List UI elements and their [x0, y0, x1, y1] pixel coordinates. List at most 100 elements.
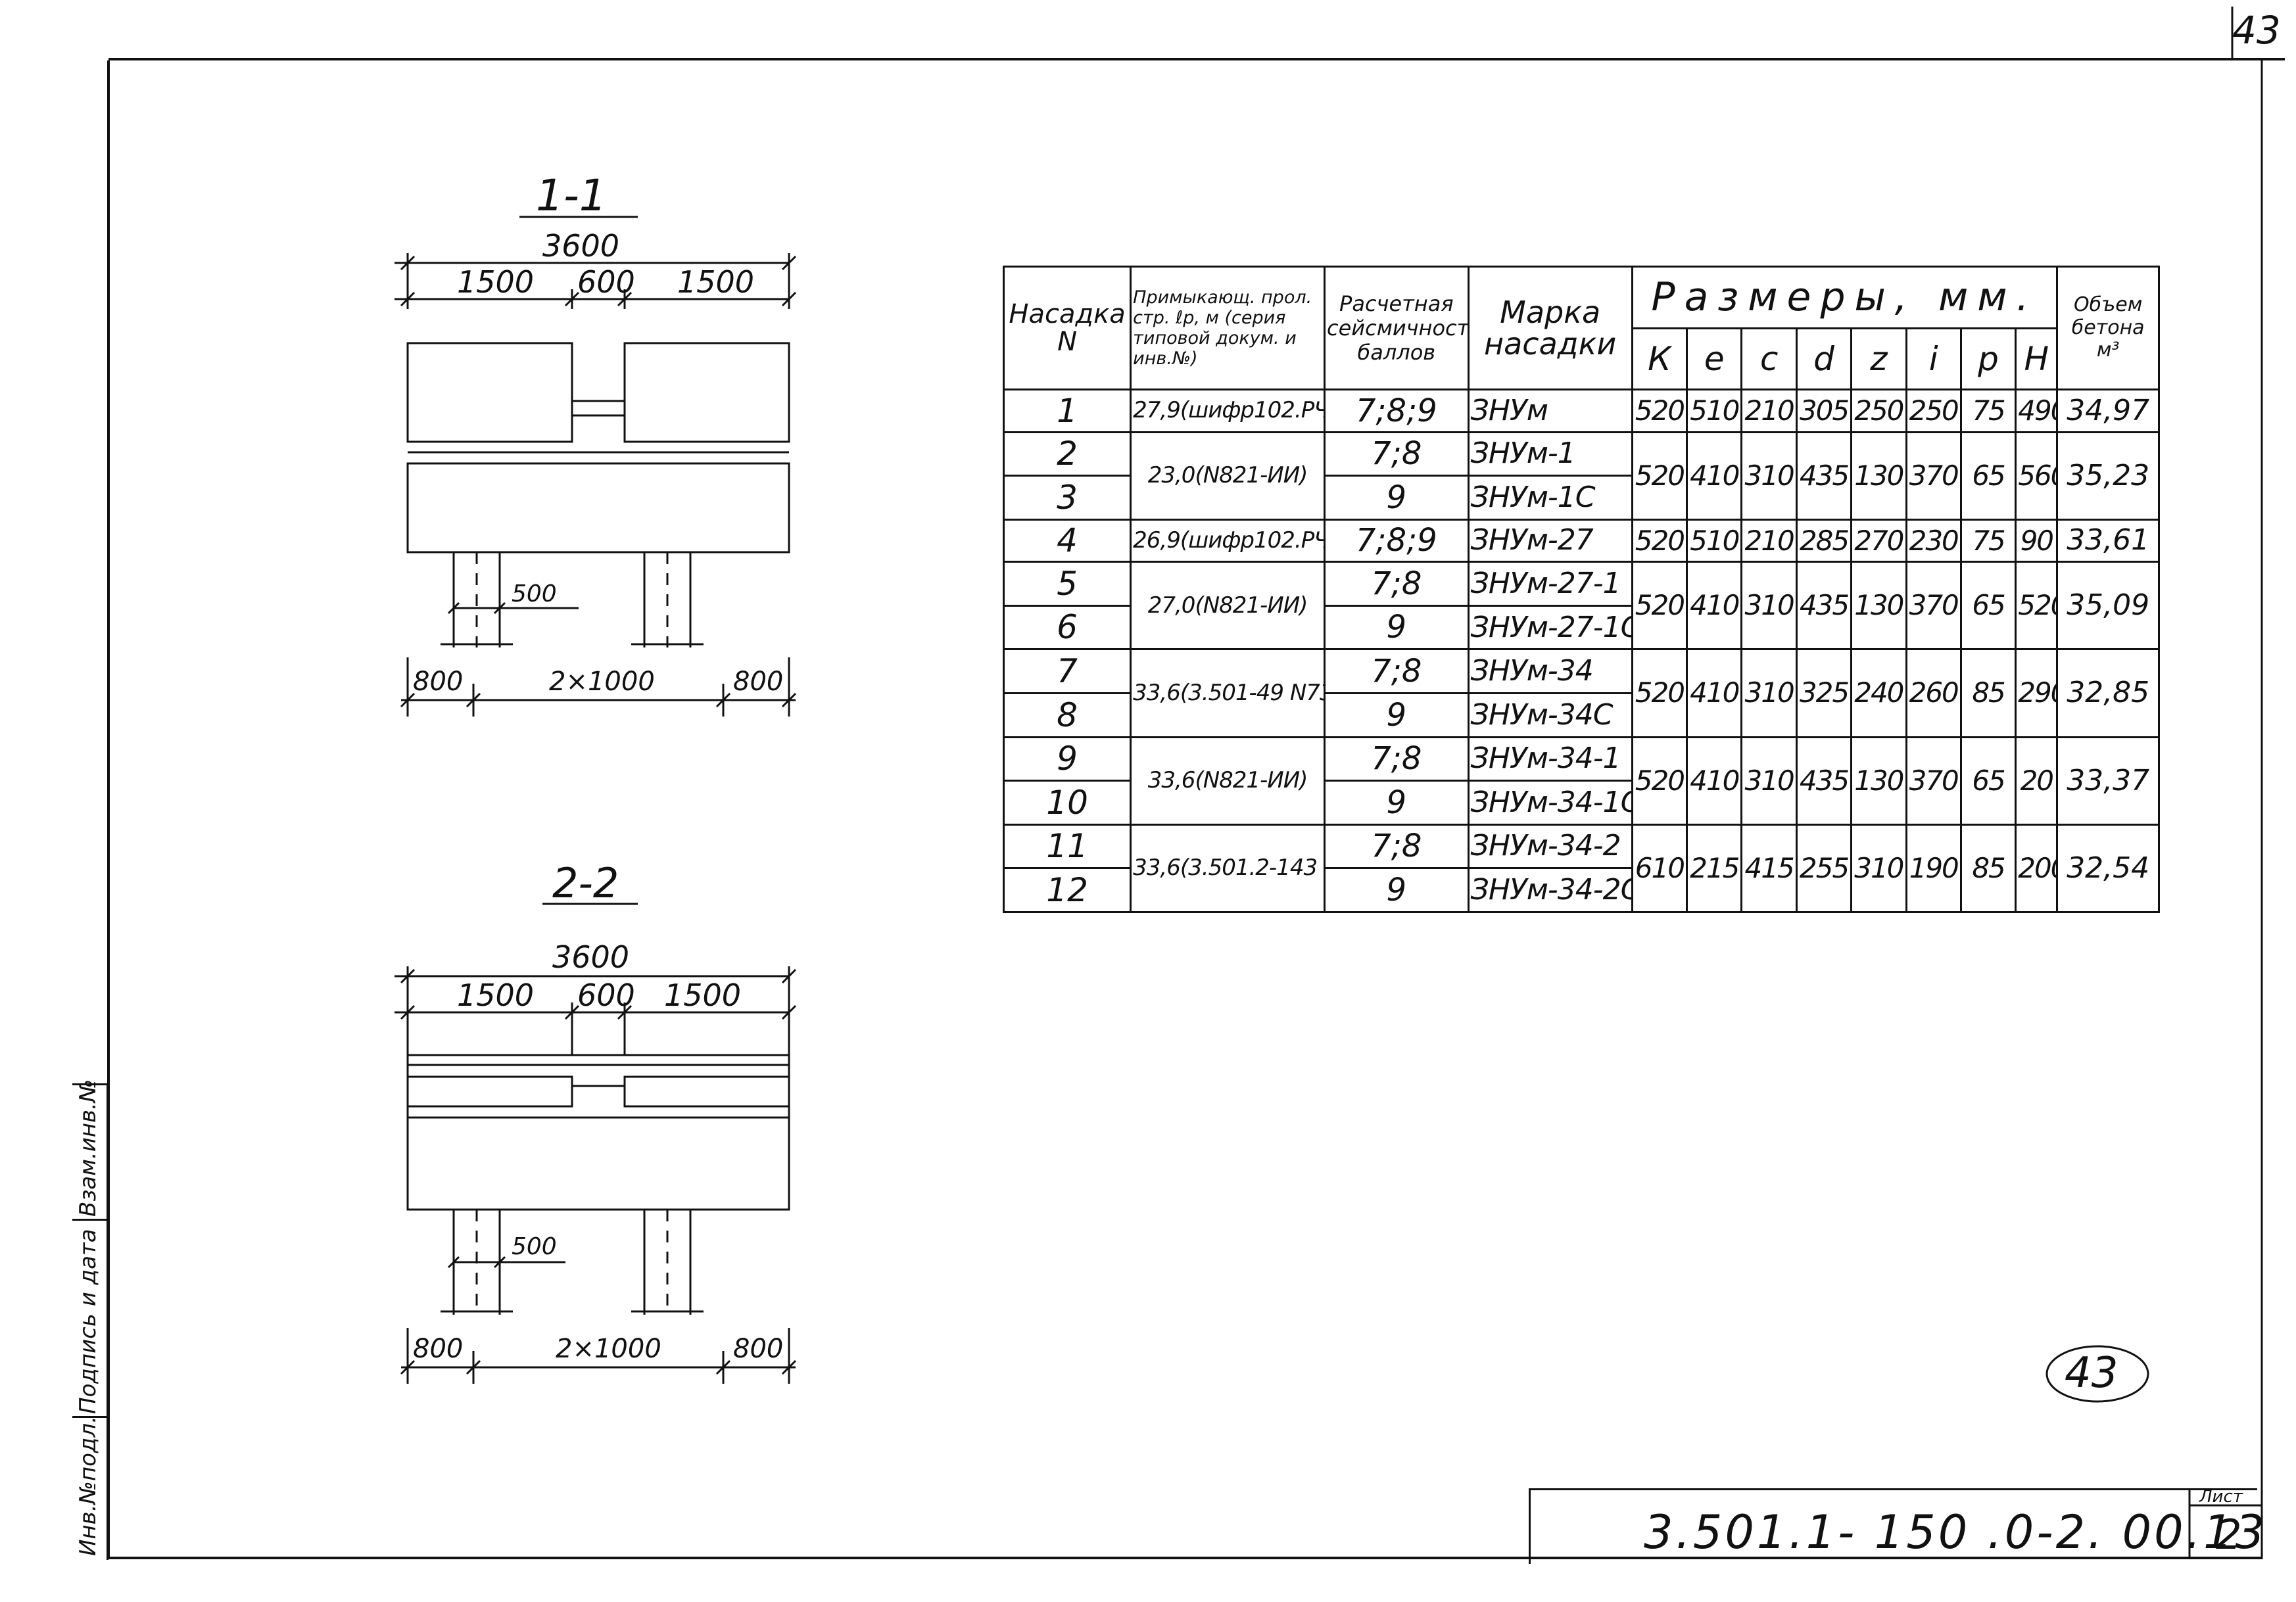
- side-stamp-text-2: Подпись и дата: [75, 1229, 101, 1414]
- table-row: 127,9(шифр102.РЧ 3.501-91)7;8;9ЗНУм52051…: [1002, 389, 2160, 433]
- cell-seismicity: 7;8;9: [1324, 389, 1470, 433]
- cell-dimension: 65: [1959, 431, 2017, 521]
- cell-mark: ЗНУм-27-1: [1467, 561, 1633, 607]
- cell-seismicity: 9: [1324, 867, 1470, 913]
- side-stamp-cell-3: Взам.инв.№: [72, 1079, 108, 1221]
- cell-dimension: 75: [1959, 389, 2017, 433]
- title-block: [1529, 1488, 2257, 1564]
- table-row: 733,6(3.501-49 N739)7;8ЗНУм-345204103103…: [1002, 648, 2160, 738]
- cell-dimension: 285: [1795, 518, 1853, 563]
- cell-dimension: 410: [1686, 648, 1743, 738]
- cell-dimension: 560: [2015, 431, 2059, 521]
- cell-dimension: 410: [1686, 561, 1743, 651]
- header-dim-letter: р: [1959, 327, 2017, 391]
- header-nasadka: Насадка N: [1002, 265, 1132, 391]
- cell-mark: ЗНУм-1: [1467, 431, 1633, 477]
- cell-dimension: 85: [1959, 823, 2017, 914]
- section-1-1-bottom-mid: 2×1000: [549, 667, 655, 697]
- cell-dimension: 85: [1959, 648, 2017, 738]
- cell-dimension: 240: [1850, 648, 1907, 738]
- cell-mark: ЗНУм: [1467, 389, 1633, 433]
- cell-volume: 32,54: [2056, 823, 2160, 914]
- sheet-number: 2: [2216, 1511, 2242, 1559]
- cell-volume: 34,97: [2056, 389, 2160, 433]
- section-1-1-total: 3600: [542, 228, 619, 264]
- cell-nasadka-number: 11: [1002, 823, 1132, 870]
- sheet-label: Лист: [2199, 1487, 2243, 1507]
- side-stamp-cell-2: Подпись и дата: [72, 1219, 108, 1418]
- header-adjacent: Примыкающ. прол. стр. ℓр, м (серия типов…: [1130, 265, 1326, 391]
- cell-dimension: 410: [1686, 736, 1743, 826]
- header-dim-letter: Н: [2015, 327, 2059, 391]
- cell-nasadka-number: 12: [1002, 867, 1132, 913]
- section-1-1-seg-mid: 600: [577, 264, 635, 300]
- header-dim-letter: с: [1740, 327, 1798, 391]
- cell-dimension: 215: [1686, 823, 1743, 914]
- section-2-2-seg-left: 1500: [457, 978, 534, 1013]
- cell-dimension: 520: [1631, 736, 1688, 826]
- document-code: 3.501.1- 150 .0-2. 00.13: [1644, 1505, 2268, 1559]
- section-2-2-drawing: 2-2 3600 1500 600 1500 500 800 2×1000 80…: [395, 859, 797, 1384]
- section-2-2-seg-right: 1500: [664, 978, 741, 1013]
- cell-dimension: 310: [1740, 561, 1798, 651]
- cell-dimension: 520: [1631, 431, 1688, 521]
- cell-dimension: 520: [1631, 561, 1688, 651]
- cell-adjacent-span: 27,9(шифр102.РЧ 3.501-91): [1130, 389, 1326, 433]
- cell-dimension: 75: [1959, 518, 2017, 563]
- cell-dimension: 90: [2015, 518, 2059, 563]
- cell-dimension: 130: [1850, 431, 1907, 521]
- cell-seismicity: 7;8: [1324, 736, 1470, 782]
- header-volume: Объем бетона м³: [2056, 265, 2160, 391]
- cell-dimension: 520: [1631, 518, 1688, 563]
- section-1-1-bottom-left: 800: [413, 667, 463, 697]
- cell-adjacent-span: 33,6(N821-ИИ): [1130, 736, 1326, 826]
- cell-dimension: 510: [1686, 518, 1743, 563]
- cell-dimension: 270: [1850, 518, 1907, 563]
- cell-dimension: 310: [1740, 431, 1798, 521]
- cell-dimension: 510: [1686, 389, 1743, 433]
- cell-mark: ЗНУм-34-2С: [1467, 867, 1633, 913]
- cell-mark: ЗНУм-34-2: [1467, 823, 1633, 870]
- cell-adjacent-span: 33,6(3.501-49 N739): [1130, 648, 1326, 738]
- cell-adjacent-span: 27,0(N821-ИИ): [1130, 561, 1326, 651]
- cell-dimension: 370: [1905, 736, 1962, 826]
- circled-number: 43: [2065, 1349, 2118, 1398]
- cell-mark: ЗНУм-34-1: [1467, 736, 1633, 782]
- section-1-1-drawing: 1-1 3600 1500 600 1500 500 800 2×1000 80…: [395, 170, 797, 717]
- cell-nasadka-number: 9: [1002, 736, 1132, 782]
- cell-seismicity: 7;8: [1324, 431, 1470, 477]
- section-1-1-seg-right: 1500: [677, 264, 754, 300]
- cell-volume: 33,37: [2056, 736, 2160, 826]
- cell-dimension: 370: [1905, 561, 1962, 651]
- cell-volume: 33,61: [2056, 518, 2160, 563]
- cell-dimension: 325: [1795, 648, 1853, 738]
- cell-volume: 35,23: [2056, 431, 2160, 521]
- section-2-2-pile-dim: 500: [512, 1233, 557, 1260]
- cell-adjacent-span: 33,6(3.501.2-143 N1298): [1130, 823, 1326, 914]
- circle-mark: [2045, 1345, 2149, 1403]
- cell-dimension: 435: [1795, 431, 1853, 521]
- cell-volume: 35,09: [2056, 561, 2160, 651]
- cell-dimension: 130: [1850, 561, 1907, 651]
- side-stamp-text-1: Инв.№подл.: [75, 1416, 101, 1556]
- cell-dimension: 415: [1740, 823, 1798, 914]
- cell-dimension: 435: [1795, 736, 1853, 826]
- cell-mark: ЗНУм-1С: [1467, 475, 1633, 521]
- cell-mark: ЗНУм-27: [1467, 518, 1633, 563]
- cell-dimension: 310: [1740, 648, 1798, 738]
- section-1-1-pile-dim: 500: [512, 580, 557, 607]
- header-dim-letter: К: [1631, 327, 1688, 391]
- cell-dimension: 255: [1795, 823, 1853, 914]
- section-1-1-seg-left: 1500: [457, 264, 534, 300]
- cell-nasadka-number: 7: [1002, 648, 1132, 694]
- cell-dimension: 310: [1740, 736, 1798, 826]
- cell-seismicity: 9: [1324, 780, 1470, 826]
- cell-dimension: 210: [1740, 389, 1798, 433]
- cell-nasadka-number: 8: [1002, 692, 1132, 738]
- header-dim-letter: i: [1905, 327, 1962, 391]
- cell-dimension: 520: [2015, 561, 2059, 651]
- cell-dimension: 520: [1631, 648, 1688, 738]
